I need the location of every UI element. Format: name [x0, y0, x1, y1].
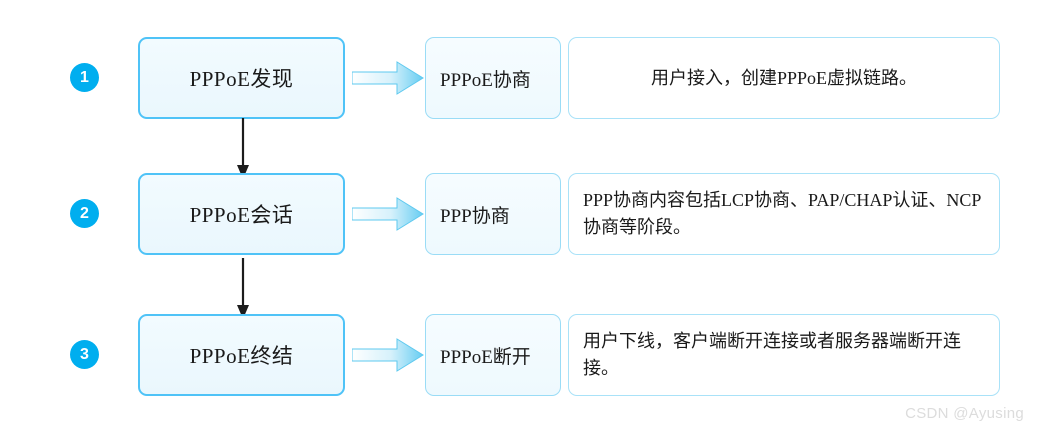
stage-box-2[interactable]: PPPoE会话 — [138, 173, 345, 255]
step-badge-1: 1 — [70, 63, 99, 92]
connector-arrow-1-to-2 — [233, 118, 253, 180]
action-box-2[interactable]: PPP协商 — [425, 173, 561, 255]
action-label-3: PPPoE断开 — [440, 346, 531, 368]
step-badge-3: 3 — [70, 340, 99, 369]
description-box-3: 用户下线，客户端断开连接或者服务器端断开连接。 — [568, 314, 1000, 396]
action-box-1[interactable]: PPPoE协商 — [425, 37, 561, 119]
flow-row-2: 2 PPPoE会话 PPP协商 PPP协商内容包括LCP协商、PAP/CHAP认… — [0, 173, 1040, 255]
connector-arrow-2-to-3 — [233, 258, 253, 320]
stage-box-1[interactable]: PPPoE发现 — [138, 37, 345, 119]
step-badge-2: 2 — [70, 199, 99, 228]
block-arrow-1 — [351, 61, 424, 95]
stage-label-2: PPPoE会话 — [189, 203, 294, 227]
action-label-1: PPPoE协商 — [440, 69, 531, 91]
description-box-2: PPP协商内容包括LCP协商、PAP/CHAP认证、NCP协商等阶段。 — [568, 173, 1000, 255]
stage-label-1: PPPoE发现 — [189, 67, 294, 91]
block-arrow-3 — [351, 338, 424, 372]
description-label-2: PPP协商内容包括LCP协商、PAP/CHAP认证、NCP协商等阶段。 — [583, 190, 982, 237]
description-label-3: 用户下线，客户端断开连接或者服务器端断开连接。 — [583, 331, 961, 378]
flow-row-3: 3 PPPoE终结 PPPoE断开 用户下线，客户端断开连接或者服务器端断开连接… — [0, 314, 1040, 396]
description-box-1: 用户接入，创建PPPoE虚拟链路。 — [568, 37, 1000, 119]
description-label-1: 用户接入，创建PPPoE虚拟链路。 — [650, 67, 918, 88]
action-label-2: PPP协商 — [440, 205, 510, 227]
watermark-text: CSDN @Ayusing — [905, 405, 1024, 422]
block-arrow-2 — [351, 197, 424, 231]
action-box-3[interactable]: PPPoE断开 — [425, 314, 561, 396]
stage-box-3[interactable]: PPPoE终结 — [138, 314, 345, 396]
stage-label-3: PPPoE终结 — [189, 344, 294, 368]
flow-row-1: 1 PPPoE发现 PPPoE协商 用户接入，创建PPPoE虚拟链路。 — [0, 37, 1040, 119]
